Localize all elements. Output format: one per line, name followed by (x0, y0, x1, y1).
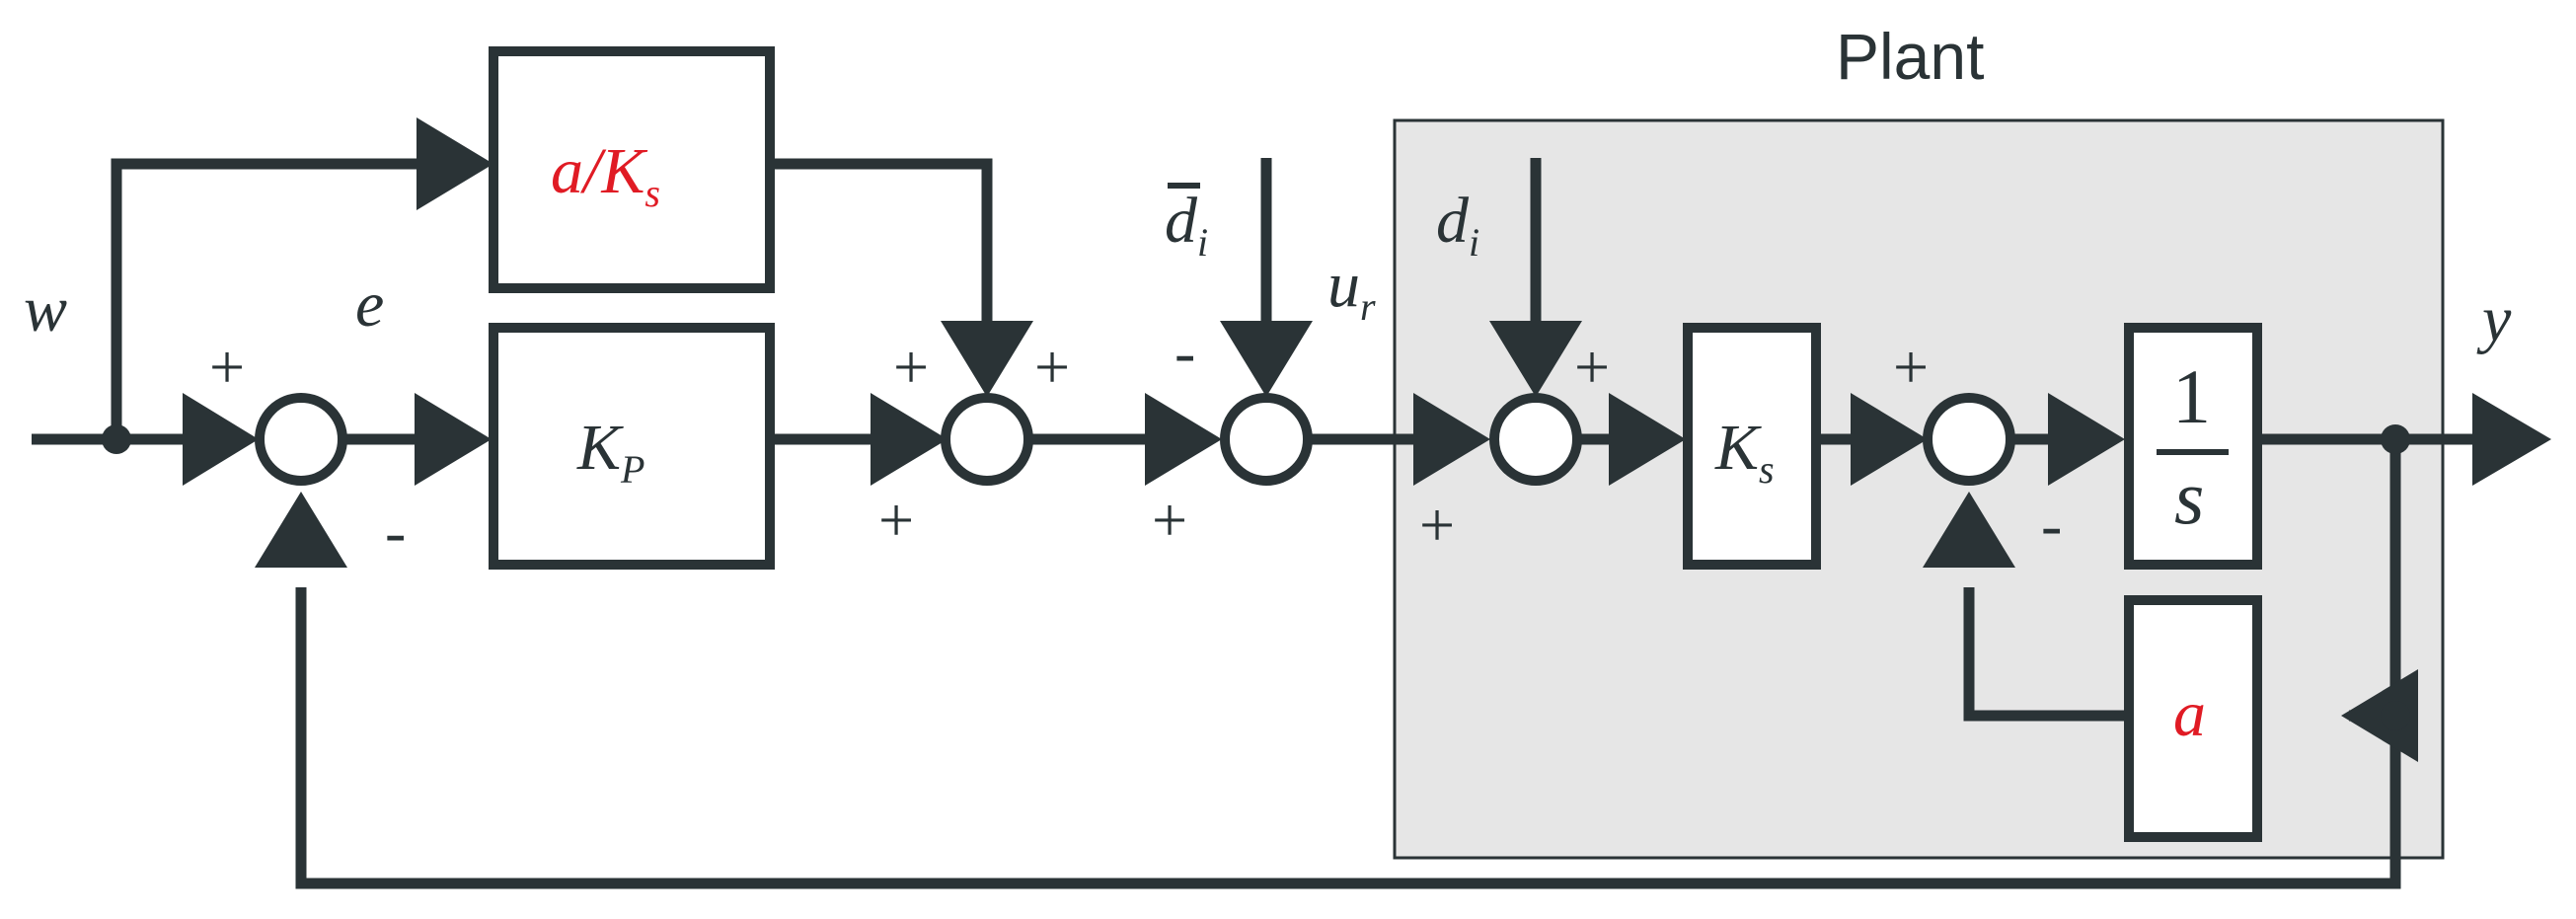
feedforward-label: a/Ks (551, 135, 660, 215)
plant-gain-label: Ks (1714, 412, 1775, 492)
branch-point (2381, 424, 2410, 454)
integrator-block (2124, 323, 2262, 570)
error-label-e: e (355, 268, 384, 341)
feedback-a-block (2124, 595, 2262, 842)
arrowhead (1489, 321, 1582, 397)
sign-label: + (1574, 332, 1610, 402)
d-disturbance-label: di (1436, 185, 1479, 265)
plant-gain-block (1683, 323, 1821, 570)
arrowhead (183, 393, 259, 486)
wire-a-to-sum5 (1963, 587, 2132, 722)
arrowhead (415, 393, 492, 486)
controller-label: KP (576, 412, 644, 492)
summing-junction-error (255, 393, 347, 486)
arrowhead (1413, 393, 1490, 486)
arrowhead (255, 492, 347, 568)
summing-junction-dbar (1220, 393, 1313, 486)
controller-block (489, 323, 775, 570)
output-label-y: y (2476, 283, 2512, 355)
sign-label: - (1174, 317, 1195, 387)
sign-label: - (2041, 490, 2062, 560)
sign-label: - (385, 497, 406, 567)
summing-junction-feedforward (941, 393, 1033, 486)
wire-feedforward-out (775, 158, 993, 345)
dbar-disturbance-label: di (1165, 185, 1208, 265)
wire-outer-feedback (295, 439, 2401, 889)
sign-label: + (1893, 332, 1929, 402)
wire-feedforward-branch (111, 158, 429, 439)
feedback-a-label: a (2173, 678, 2206, 750)
arrowhead (871, 393, 947, 486)
arrowhead (2472, 393, 2551, 486)
arrowhead (417, 117, 493, 210)
arrowhead (1220, 321, 1313, 397)
integrator-denominator: s (2174, 454, 2204, 540)
arrowhead (2048, 393, 2125, 486)
branch-point (2381, 701, 2410, 730)
control-signal-label: ur (1327, 249, 1376, 329)
arrowhead (2341, 669, 2418, 762)
input-label-w: w (24, 273, 67, 345)
summing-junction-inner (1923, 393, 2015, 486)
arrowhead (1923, 492, 2015, 568)
feedforward-block (489, 46, 775, 293)
arrowhead (1609, 393, 1686, 486)
integrator-numerator: 1 (2172, 353, 2211, 439)
arrowhead (1145, 393, 1222, 486)
plant-title: Plant (1836, 20, 1984, 93)
sign-label: + (1034, 332, 1070, 402)
sign-label: + (1419, 490, 1455, 560)
branch-point (102, 424, 131, 454)
arrowhead (1851, 393, 1928, 486)
sign-label: + (893, 332, 929, 402)
sign-label: + (878, 485, 914, 555)
summing-junction-disturbance (1489, 393, 1582, 486)
sign-label: + (209, 332, 245, 402)
sign-label: + (1152, 485, 1187, 555)
arrowhead (941, 321, 1033, 397)
plant-region (1393, 118, 2445, 860)
